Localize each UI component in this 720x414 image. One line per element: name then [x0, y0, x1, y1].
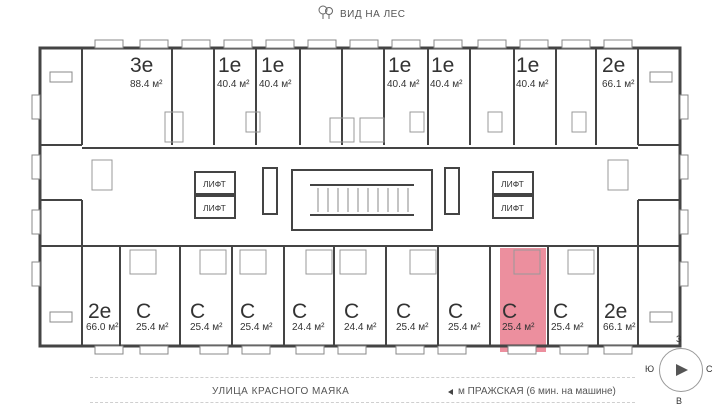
tree-icon — [318, 5, 334, 24]
unit-area: 25.4 м² — [240, 322, 273, 333]
interior-walls — [40, 48, 680, 346]
unit-type[interactable]: С — [136, 300, 152, 323]
compass-arrow-icon — [676, 364, 688, 376]
unit-type[interactable]: 2е — [88, 300, 112, 323]
unit-area: 88.4 м² — [130, 79, 163, 90]
unit-area: 40.4 м² — [217, 79, 250, 90]
stairs — [317, 188, 409, 212]
compass — [659, 348, 703, 392]
window-ledges — [31, 39, 689, 355]
unit-area: 66.1 м² — [603, 322, 636, 333]
unit-type[interactable]: С — [396, 300, 412, 323]
unit-area-selected: 25.4 м² — [502, 322, 535, 333]
metro-direction-icon — [448, 389, 453, 395]
compass-west: Ю — [645, 364, 655, 374]
lift-label: ЛИФТ — [203, 203, 226, 213]
unit-area: 66.1 м² — [602, 79, 635, 90]
unit-area: 40.4 м² — [516, 79, 549, 90]
unit-type[interactable]: 1е — [516, 54, 540, 77]
unit-type[interactable]: С — [553, 300, 569, 323]
unit-area: 66.0 м² — [86, 322, 119, 333]
unit-area: 25.4 м² — [190, 322, 223, 333]
unit-type[interactable]: 3е — [130, 54, 154, 77]
unit-type[interactable]: С — [448, 300, 464, 323]
unit-type[interactable]: 1е — [431, 54, 455, 77]
view-label: ВИД НА ЛЕС — [340, 9, 406, 20]
unit-type[interactable]: С — [240, 300, 256, 323]
lift-label: ЛИФТ — [203, 179, 226, 189]
unit-area: 24.4 м² — [344, 322, 377, 333]
bathroom-fixtures — [91, 111, 629, 275]
unit-type-selected[interactable]: С — [502, 300, 518, 323]
unit-type[interactable]: 1е — [218, 54, 242, 77]
street-line — [90, 402, 635, 403]
unit-type[interactable]: С — [344, 300, 360, 323]
metro-label: м ПРАЖСКАЯ (6 мин. на машине) — [458, 386, 616, 397]
unit-type[interactable]: 2е — [604, 300, 628, 323]
compass-east: С — [706, 364, 713, 374]
unit-type[interactable]: С — [190, 300, 206, 323]
lift-label: ЛИФТ — [501, 179, 524, 189]
unit-area: 24.4 м² — [292, 322, 325, 333]
unit-area: 40.4 м² — [259, 79, 292, 90]
unit-area: 25.4 м² — [448, 322, 481, 333]
selected-unit-highlight[interactable] — [500, 248, 546, 352]
unit-area: 40.4 м² — [387, 79, 420, 90]
unit-type[interactable]: 2е — [602, 54, 626, 77]
street-label: УЛИЦА КРАСНОГО МАЯКА — [212, 386, 350, 397]
compass-north: З — [676, 334, 682, 344]
compass-south: В — [676, 396, 683, 406]
unit-area: 25.4 м² — [136, 322, 169, 333]
unit-type[interactable]: 1е — [388, 54, 412, 77]
lift-label: ЛИФТ — [501, 203, 524, 213]
unit-area: 25.4 м² — [551, 322, 584, 333]
unit-type[interactable]: 1е — [261, 54, 285, 77]
unit-area: 25.4 м² — [396, 322, 429, 333]
unit-type[interactable]: С — [292, 300, 308, 323]
street-line — [90, 377, 635, 378]
unit-area: 40.4 м² — [430, 79, 463, 90]
